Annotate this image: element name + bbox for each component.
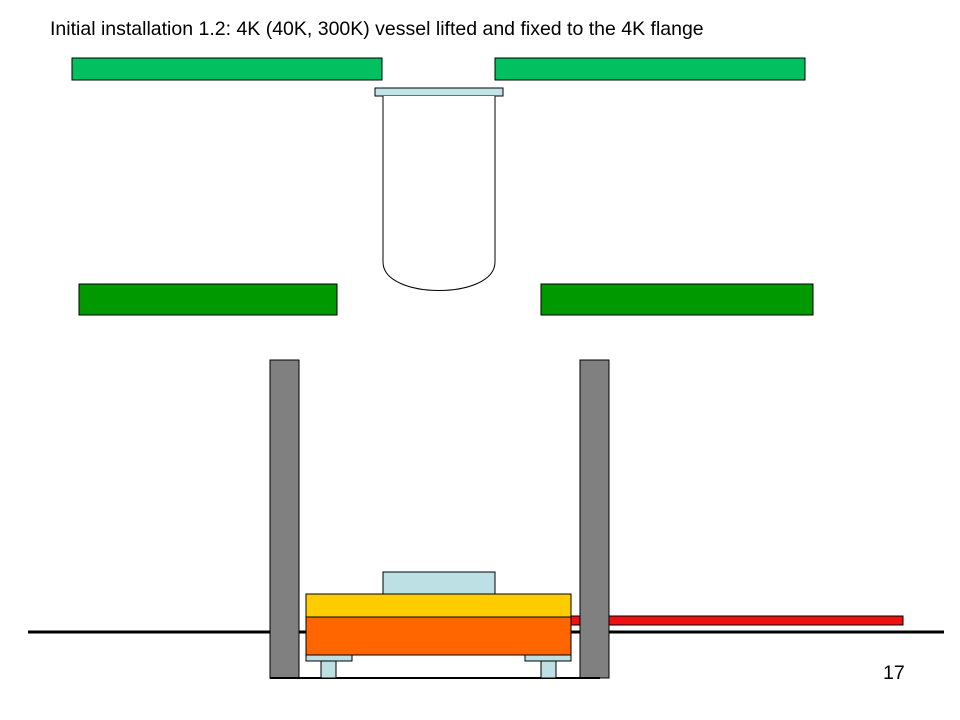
vessel-body: [382, 96, 496, 291]
platform-top-layer: [305, 593, 572, 618]
frame-post-right: [579, 359, 610, 679]
upper-plate-left: [71, 57, 383, 81]
vessel-flange: [374, 87, 504, 97]
platform-foot-right: [540, 659, 557, 679]
platform-bottom-layer: [305, 616, 572, 656]
rail: [569, 615, 904, 626]
platform-foot-left: [320, 659, 337, 679]
slide-title: Initial installation 1.2: 4K (40K, 300K)…: [50, 18, 704, 40]
lower-plate-right: [540, 283, 814, 316]
page-number: 17: [883, 662, 905, 684]
frame-post-left: [269, 359, 300, 679]
platform-block: [382, 571, 496, 595]
upper-plate-right: [494, 57, 806, 81]
lower-plate-left: [78, 283, 338, 316]
